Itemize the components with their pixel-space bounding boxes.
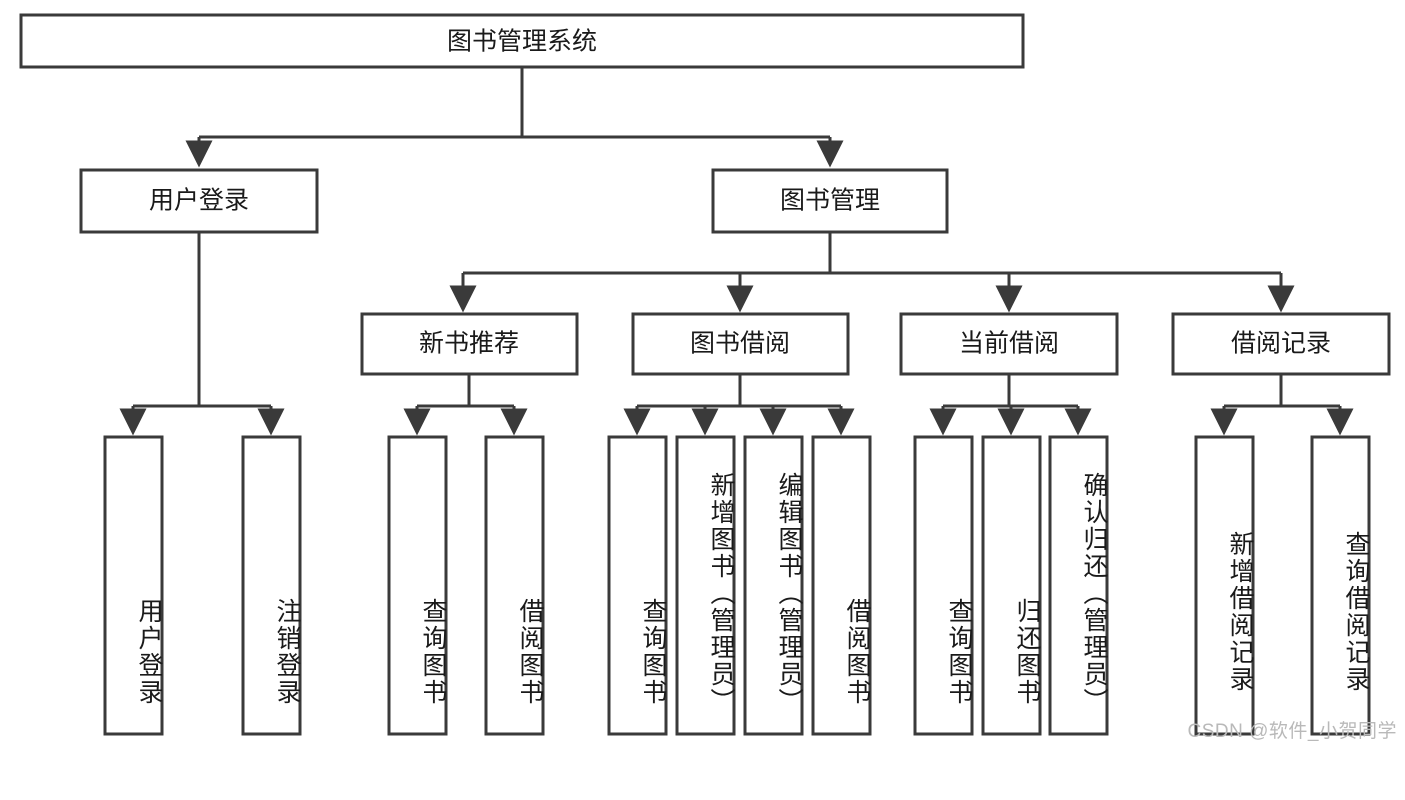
diagram-canvas: 图书管理系统 用户登录 图书管理 新书推荐 图书借阅 当前 (19, 13, 1397, 742)
leaf-box-book-borrow-1[interactable] (607, 435, 668, 736)
csdn-watermark: CSDN @软件_小贺同学 (1187, 721, 1397, 742)
leaf-box-current-borrow-1[interactable] (913, 435, 974, 736)
leaf-box-current-borrow-3[interactable] (1048, 435, 1109, 736)
leaf-box-user-login-2[interactable] (241, 435, 302, 736)
node-borrow-record-box[interactable] (1171, 312, 1391, 376)
node-current-borrow-label: 当前借阅 (959, 330, 1059, 358)
leaf-box-user-login-1[interactable] (103, 435, 164, 736)
node-borrow-record[interactable]: 借阅记录 (1171, 312, 1391, 376)
node-book-manage-box[interactable] (711, 168, 949, 234)
tree-diagram-svg: 图书管理系统 用户登录 图书管理 新书推荐 图书借阅 当前 (19, 13, 1391, 736)
node-user-login-box[interactable] (79, 168, 319, 234)
node-root[interactable]: 图书管理系统 (19, 13, 1025, 69)
leaf-box-book-borrow-2[interactable] (675, 435, 736, 736)
node-new-book-recommend-box[interactable] (360, 312, 579, 376)
node-book-borrow[interactable]: 图书借阅 (631, 312, 850, 376)
node-book-manage[interactable]: 图书管理 (711, 168, 949, 234)
node-new-book-recommend-label: 新书推荐 (419, 330, 519, 358)
node-borrow-record-label: 借阅记录 (1231, 330, 1331, 358)
leaf-box-new-book-1[interactable] (387, 435, 448, 736)
leaf-box-book-borrow-4[interactable] (811, 435, 872, 736)
node-new-book-recommend[interactable]: 新书推荐 (360, 312, 579, 376)
node-user-login-label: 用户登录 (149, 187, 249, 215)
connector-layer (119, 68, 1354, 436)
node-book-borrow-label: 图书借阅 (690, 330, 790, 358)
leaf-box-book-borrow-3[interactable] (743, 435, 804, 736)
leaf-box-new-book-2[interactable] (484, 435, 545, 736)
node-book-borrow-box[interactable] (631, 312, 850, 376)
node-book-manage-label: 图书管理 (780, 187, 880, 215)
leaf-box-borrow-record-1[interactable] (1194, 435, 1255, 736)
node-layer: 图书管理系统 用户登录 图书管理 新书推荐 图书借阅 当前 (19, 13, 1391, 736)
leaf-box-borrow-record-2[interactable] (1310, 435, 1371, 736)
node-root-box[interactable] (19, 13, 1025, 69)
node-current-borrow[interactable]: 当前借阅 (899, 312, 1119, 376)
node-user-login[interactable]: 用户登录 (79, 168, 319, 234)
node-current-borrow-box[interactable] (899, 312, 1119, 376)
leaf-box-current-borrow-2[interactable] (981, 435, 1042, 736)
node-root-label: 图书管理系统 (447, 28, 597, 56)
